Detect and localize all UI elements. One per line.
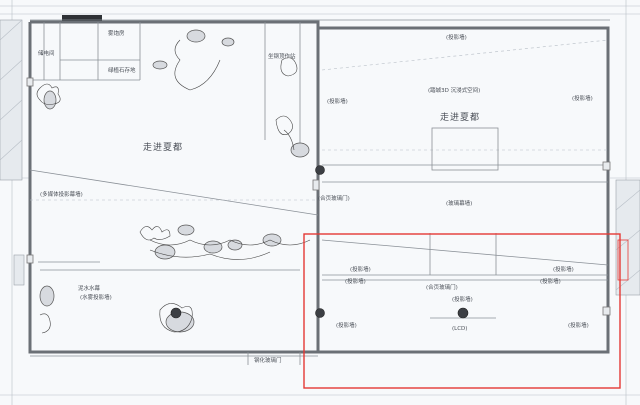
- label-projection-wall-mid-right: (投影墙): [553, 265, 574, 273]
- label-glass-door-top: (合页玻璃门): [318, 194, 350, 202]
- label-projection-wall-bottom-right: (投影墙): [568, 321, 589, 329]
- label-walk-summer-left: 走进夏都: [143, 142, 183, 153]
- label-3d-space: (踏城3D 沉浸式空间): [428, 86, 480, 94]
- left-column-hatch: [0, 19, 25, 286]
- label-water-mist: (水雾投影墙): [80, 293, 112, 301]
- structural-columns: [26, 77, 611, 319]
- label-lcd: (LCD): [452, 326, 467, 332]
- outer-walls: [28, 15, 610, 357]
- label-projection-wall-bottom-left: (投影墙): [336, 321, 357, 329]
- label-projection-wall-center: (投影墙): [452, 295, 473, 303]
- label-water-rock: 绿植石存地: [108, 66, 136, 74]
- label-projection-wall-left: (投影墙): [327, 97, 348, 105]
- label-projection-wall-right: (投影墙): [572, 94, 593, 102]
- label-fog-device: 雾炮房: [108, 29, 125, 37]
- label-steel-door: 钢化玻璃门: [254, 356, 282, 364]
- label-slanted-roof: 坐钢顶作站: [268, 52, 296, 60]
- label-glass-curtain: (玻璃幕墙): [446, 199, 472, 207]
- label-projection-wall-mid-left: (投影墙): [350, 265, 371, 273]
- label-multimedia: (多媒体投影幕墙): [40, 190, 83, 198]
- label-storage: 储电间: [38, 49, 55, 57]
- label-walk-summer-right: 走进夏都: [440, 112, 480, 123]
- label-projection-wall-low-right: (投影墙): [540, 277, 561, 285]
- label-glass-door-bottom: (合页玻璃门): [426, 283, 458, 291]
- label-projection-wall-top: (投影墙): [446, 33, 467, 41]
- label-landscape-pond: 泥水水幕: [78, 284, 101, 292]
- highlight-box: [303, 233, 621, 389]
- plan-labels: 储电间 雾炮房 绿植石存地 坐钢顶作站 走进夏都 走进夏都 (踏城3D 沉浸式空…: [38, 29, 593, 364]
- label-projection-wall-low-left: (投影墙): [345, 277, 366, 285]
